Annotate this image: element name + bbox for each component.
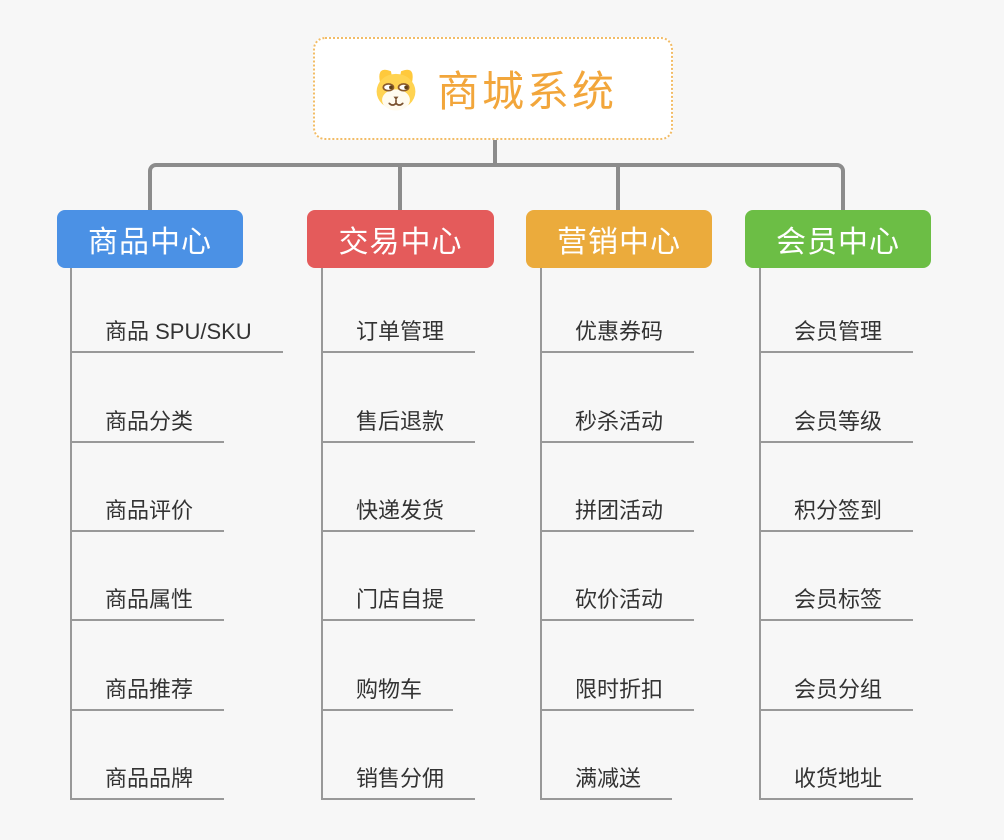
branch-node-trade-center[interactable]: 交易中心 <box>307 210 494 268</box>
dog-icon <box>369 61 423 117</box>
leaf-node[interactable]: 快递发货 <box>321 494 476 532</box>
leaf-node[interactable]: 订单管理 <box>321 315 476 353</box>
leaf-node[interactable]: 积分签到 <box>759 494 914 532</box>
leaf-node[interactable]: 收货地址 <box>759 762 914 800</box>
bus-elbow-left-connector <box>148 163 402 210</box>
branch-trunk-line <box>70 268 72 800</box>
leaf-node[interactable]: 商品品牌 <box>70 762 225 800</box>
root-title: 商城系统 <box>436 68 617 115</box>
leaf-node[interactable]: 销售分佣 <box>321 762 476 800</box>
branch-trunk-line <box>321 268 323 800</box>
leaf-node[interactable]: 会员管理 <box>759 315 914 353</box>
root-node[interactable]: 商城系统 <box>313 37 673 140</box>
branch-node-member-center[interactable]: 会员中心 <box>745 210 931 268</box>
branch-label: 营销中心 <box>557 226 681 259</box>
leaf-node[interactable]: 满减送 <box>540 762 673 800</box>
branch-trunk-line <box>540 268 542 800</box>
leaf-node[interactable]: 商品分类 <box>70 405 225 443</box>
bus-middle-connector <box>398 163 620 167</box>
branch-label: 交易中心 <box>338 226 463 259</box>
leaf-node[interactable]: 门店自提 <box>321 583 476 621</box>
branch-node-marketing-center[interactable]: 营销中心 <box>526 210 712 268</box>
leaf-node[interactable]: 会员分组 <box>759 673 914 711</box>
branch-trunk-line <box>759 268 761 800</box>
leaf-node[interactable]: 售后退款 <box>321 405 476 443</box>
root-stem-connector <box>493 140 497 167</box>
leaf-node[interactable]: 砍价活动 <box>540 583 695 621</box>
branch-node-product-center[interactable]: 商品中心 <box>57 210 243 268</box>
bus-elbow-right-connector <box>616 163 845 210</box>
branch-label: 商品中心 <box>88 226 212 259</box>
bus-stub-marketing-connector <box>616 163 620 210</box>
leaf-node[interactable]: 会员标签 <box>759 583 914 621</box>
leaf-node[interactable]: 优惠券码 <box>540 315 695 353</box>
leaf-node[interactable]: 商品推荐 <box>70 673 225 711</box>
branch-label: 会员中心 <box>776 226 900 259</box>
leaf-node[interactable]: 商品评价 <box>70 494 225 532</box>
leaf-node[interactable]: 限时折扣 <box>540 673 695 711</box>
leaf-node[interactable]: 购物车 <box>321 673 454 711</box>
leaf-node[interactable]: 拼团活动 <box>540 494 695 532</box>
leaf-node[interactable]: 商品属性 <box>70 583 225 621</box>
leaf-node[interactable]: 秒杀活动 <box>540 405 695 443</box>
leaf-node[interactable]: 商品 SPU/SKU <box>70 315 283 353</box>
bus-stub-trade-connector <box>398 163 402 210</box>
leaf-node[interactable]: 会员等级 <box>759 405 914 443</box>
